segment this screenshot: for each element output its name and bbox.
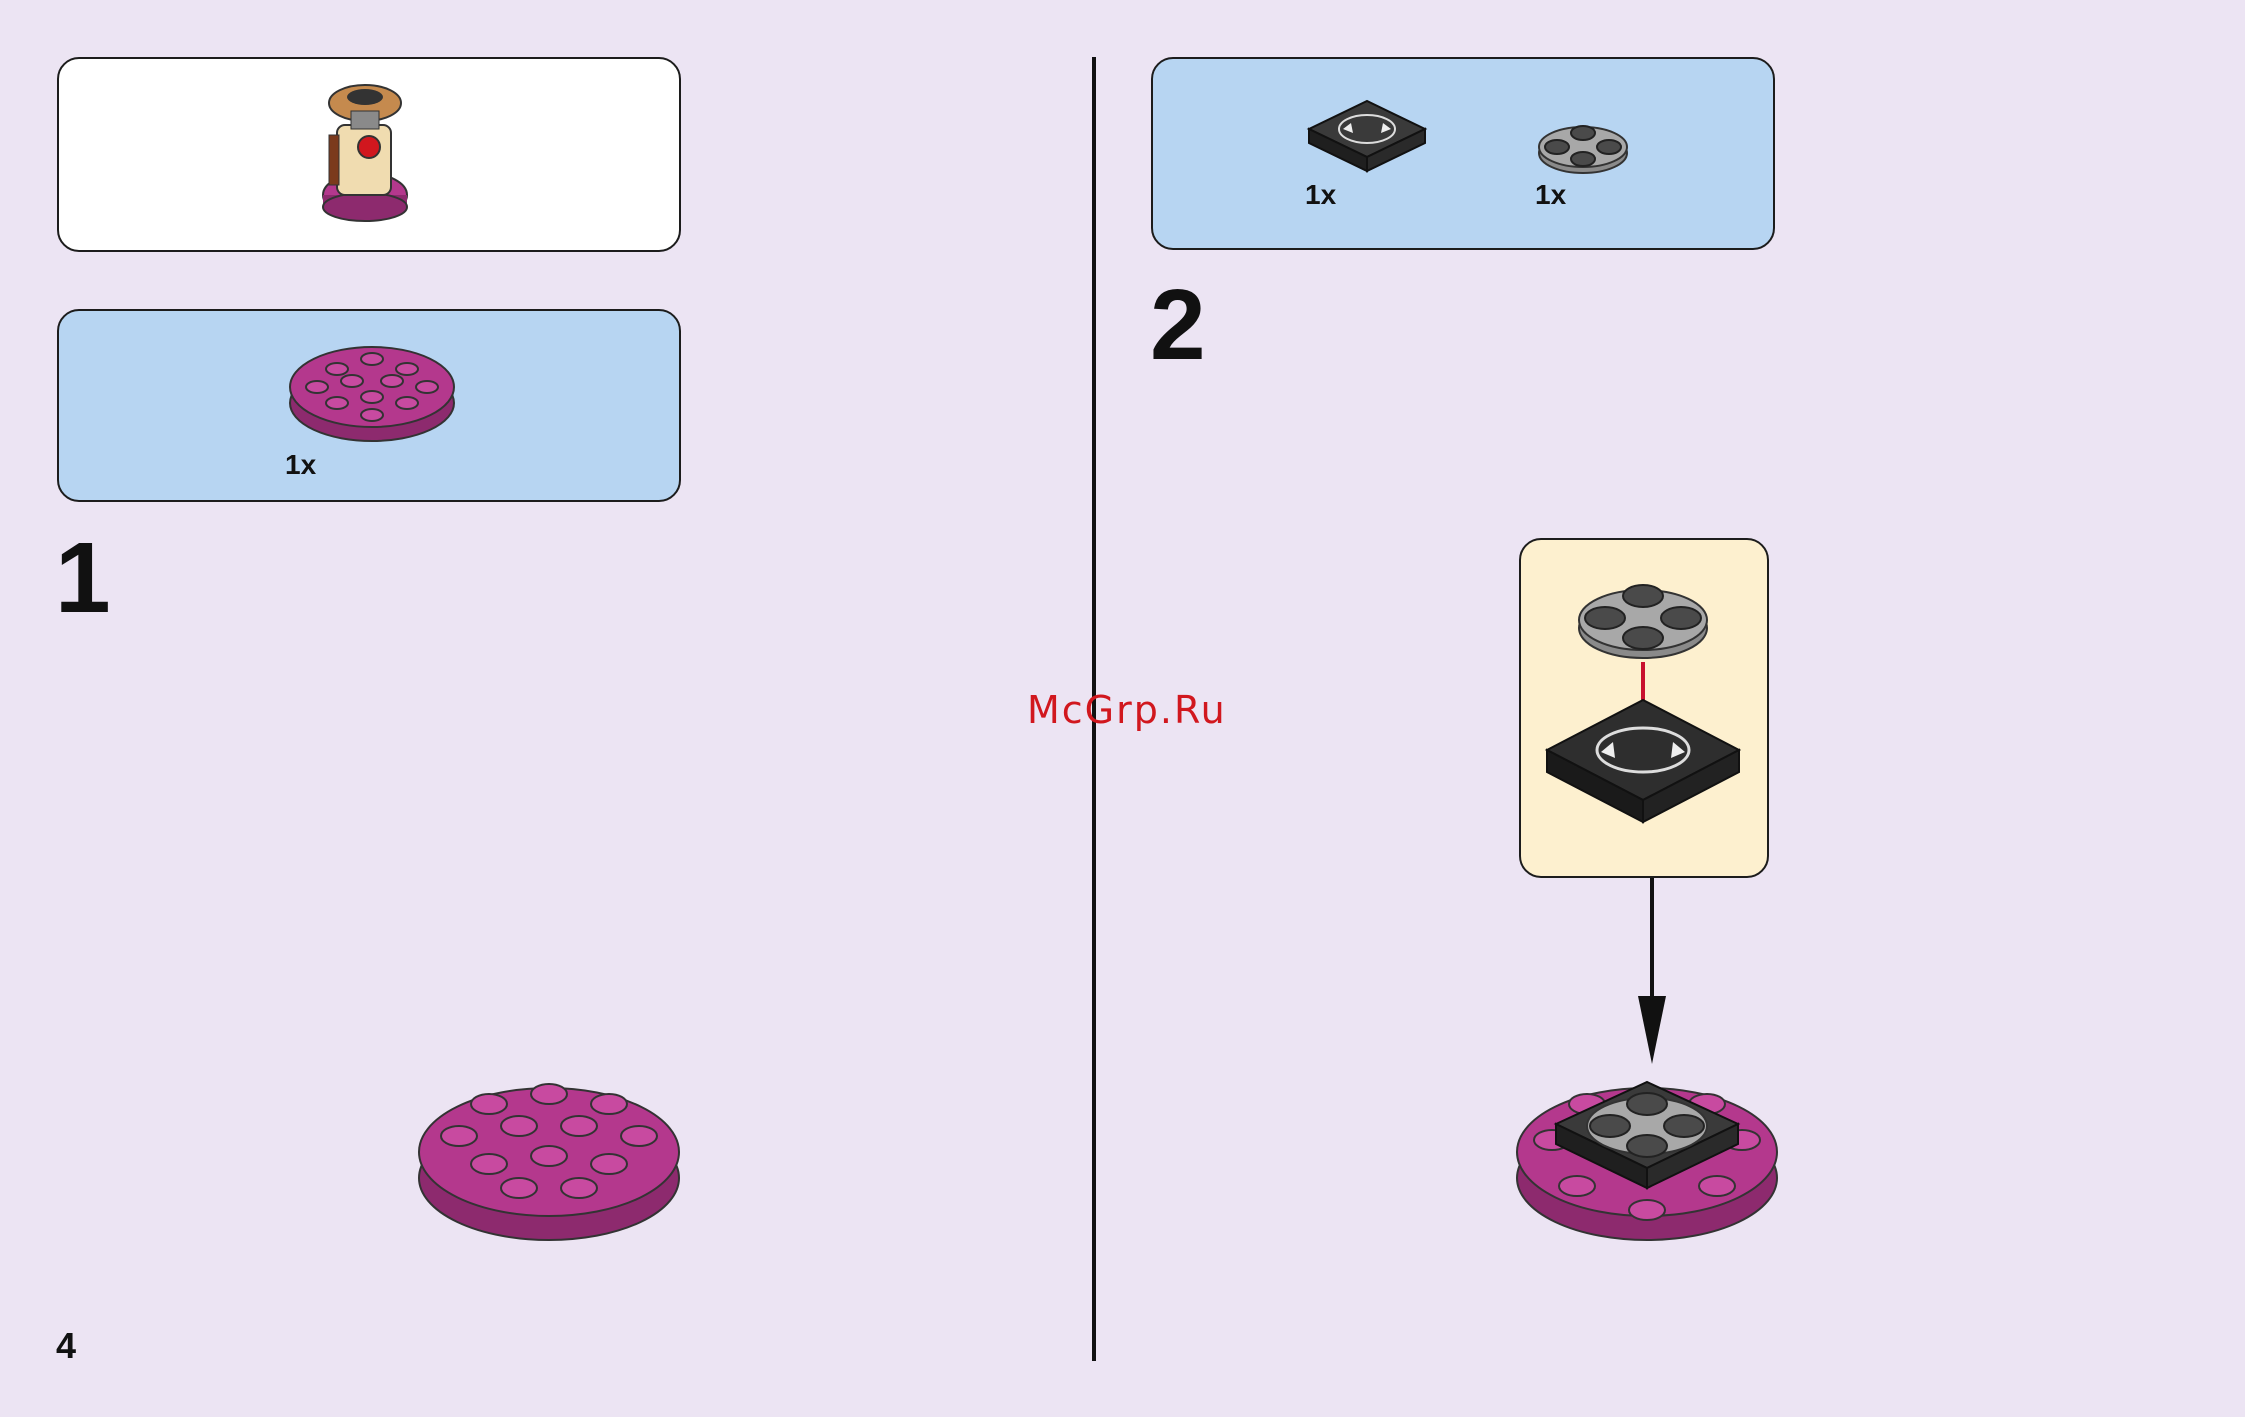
round-plate-magenta-icon xyxy=(287,331,457,451)
step2-part1-qty: 1x xyxy=(1305,179,1336,211)
step1-assembly-illustration xyxy=(414,1060,684,1250)
finished-model-icon xyxy=(307,75,437,235)
watermark-text: McGrp.Ru xyxy=(1027,688,1227,732)
step1-number: 1 xyxy=(55,528,111,628)
step1-part-qty: 1x xyxy=(285,449,316,481)
model-preview-box xyxy=(57,57,681,252)
subassembly-illustration xyxy=(1543,562,1743,852)
subassembly-callout-box xyxy=(1519,538,1769,878)
black-assembly-arrow xyxy=(1632,878,1672,1068)
grey-round-plate-icon xyxy=(1533,115,1633,185)
black-turntable-tile-icon xyxy=(1303,95,1433,175)
step2-part2-qty: 1x xyxy=(1535,179,1566,211)
step1-parts-box: 1x xyxy=(57,309,681,502)
page-number: 4 xyxy=(56,1325,76,1367)
step2-parts-box: 1x 1x xyxy=(1151,57,1775,250)
step2-number: 2 xyxy=(1150,275,1206,375)
step2-assembly-illustration xyxy=(1512,1060,1782,1250)
